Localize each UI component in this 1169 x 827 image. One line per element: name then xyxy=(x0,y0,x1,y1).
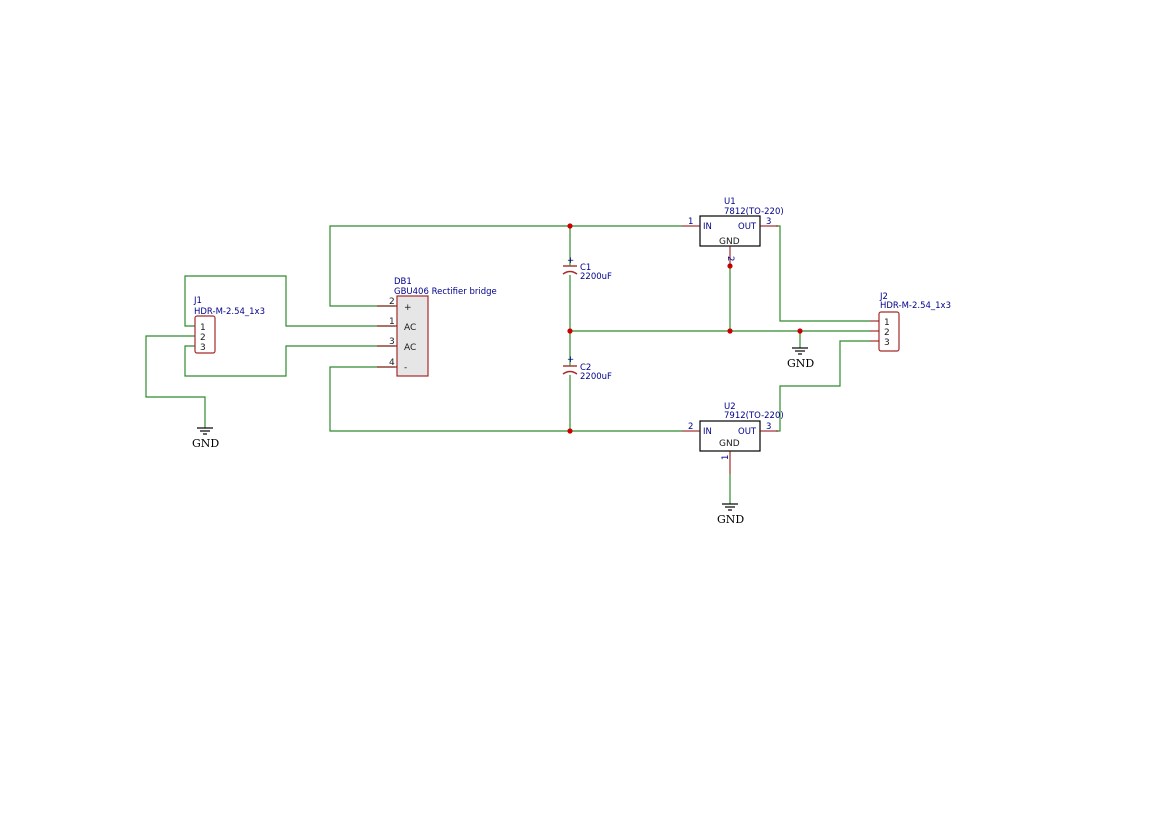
j2-value: HDR-M-2.54_1x3 xyxy=(880,301,951,311)
wires xyxy=(145,225,870,504)
c1-polarity: + xyxy=(567,256,574,266)
gnd-label: GND xyxy=(192,437,219,450)
j1-pin-label: 2 xyxy=(200,333,206,343)
u1-ref: U1 xyxy=(724,197,736,207)
u1-body xyxy=(699,215,761,247)
u2-pin-number: 2 xyxy=(688,422,693,432)
db1-value: GBU406 Rectifier bridge xyxy=(394,287,497,297)
c2-polarity: + xyxy=(567,355,574,365)
u1-pin-out: OUT xyxy=(738,222,757,232)
j2-pin-label: 3 xyxy=(884,338,890,348)
gnd-symbol-j1: GND xyxy=(192,427,219,450)
db1-pin-number: 2 xyxy=(389,297,395,307)
capacitor-c2[interactable]: + C2 2200uF xyxy=(562,355,612,382)
regulator-u2[interactable]: U2 7912(TO-220) 2 3 1 IN OUT GND xyxy=(682,402,784,474)
wire-ac1 xyxy=(184,275,395,327)
wire-negative-rail xyxy=(329,366,682,432)
connector-j2[interactable]: J2 HDR-M-2.54_1x3 1 2 3 xyxy=(870,292,951,352)
junction-dot xyxy=(797,328,803,334)
c1-plate-minus xyxy=(562,270,578,275)
u2-pin-in: IN xyxy=(703,427,712,437)
j1-value: HDR-M-2.54_1x3 xyxy=(194,307,265,317)
db1-body xyxy=(396,295,429,377)
u1-pin-number: 3 xyxy=(766,217,771,227)
u1-pin-number: 2 xyxy=(725,256,735,261)
j1-pin-label: 1 xyxy=(200,323,206,333)
c1-ref: C1 xyxy=(580,263,591,273)
junctions xyxy=(567,223,803,434)
u1-pin-number: 1 xyxy=(688,217,693,227)
j1-pin-label: 3 xyxy=(200,343,206,353)
junction-dot xyxy=(567,328,573,334)
wire-positive-rail xyxy=(329,225,682,307)
u2-ref: U2 xyxy=(724,402,736,412)
u2-pin-out: OUT xyxy=(738,427,757,437)
junction-dot xyxy=(567,223,573,229)
wire-ac2 xyxy=(184,345,395,377)
wire-j1-gnd xyxy=(145,335,206,428)
db1-pin-name: AC xyxy=(404,323,416,333)
rectifier-db1[interactable]: DB1 GBU406 Rectifier bridge 2 1 3 4 + AC… xyxy=(377,277,497,377)
capacitor-c1[interactable]: + C1 2200uF xyxy=(562,256,612,282)
j2-pin-label: 1 xyxy=(884,318,890,328)
gnd-symbol-u2: GND xyxy=(717,503,744,526)
u2-pin-gnd: GND xyxy=(719,439,740,449)
gnd-label: GND xyxy=(787,357,814,370)
u2-pin-number: 3 xyxy=(766,422,771,432)
regulator-u1[interactable]: U1 7812(TO-220) 1 3 2 IN OUT GND xyxy=(682,197,784,266)
c2-plate-minus xyxy=(562,370,578,375)
c2-value: 2200uF xyxy=(580,372,612,382)
db1-pin-name: AC xyxy=(404,343,416,353)
junction-dot xyxy=(727,328,733,334)
j2-ref: J2 xyxy=(879,292,888,302)
wire-u1-out xyxy=(776,225,870,322)
db1-pin-name: - xyxy=(404,363,407,373)
u2-pin-number: 1 xyxy=(721,455,731,460)
db1-ref: DB1 xyxy=(394,277,412,287)
gnd-symbol-center: GND xyxy=(787,347,814,370)
db1-pin-name: + xyxy=(404,303,412,313)
db1-pin-number: 1 xyxy=(389,317,395,327)
wire-u2-out xyxy=(776,340,870,432)
db1-pin-number: 3 xyxy=(389,337,395,347)
j1-body xyxy=(194,315,216,354)
db1-pin-number: 4 xyxy=(389,358,395,368)
u2-value: 7912(TO-220) xyxy=(724,411,784,421)
gnd-label: GND xyxy=(717,513,744,526)
u1-value: 7812(TO-220) xyxy=(724,207,784,217)
u1-pin-gnd: GND xyxy=(719,237,740,247)
connector-j1[interactable]: J1 HDR-M-2.54_1x3 1 2 3 xyxy=(193,296,265,354)
c1-value: 2200uF xyxy=(580,272,612,282)
c2-ref: C2 xyxy=(580,363,591,373)
j2-pin-label: 2 xyxy=(884,328,890,338)
junction-dot xyxy=(567,428,573,434)
u1-pin-in: IN xyxy=(703,222,712,232)
j1-ref: J1 xyxy=(193,296,202,306)
